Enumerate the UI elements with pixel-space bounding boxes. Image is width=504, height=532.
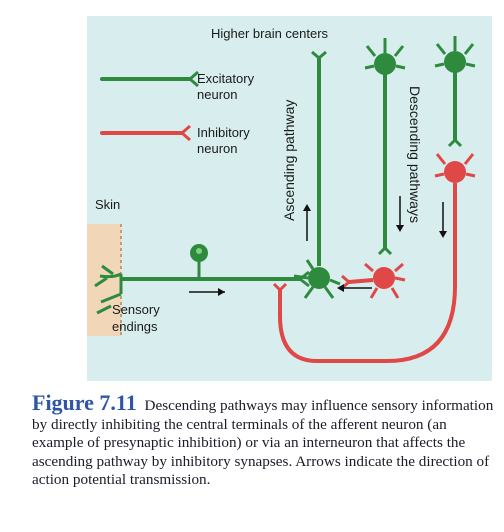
descending-inhibitory-neuron: [272, 153, 476, 363]
figure-caption: Figure 7.11 Descending pathways may infl…: [32, 392, 494, 490]
legend-inhibitory-neuron-icon: [100, 124, 191, 142]
skin-label: Skin: [95, 197, 121, 212]
afferent-sensory-neuron: [94, 244, 310, 315]
higher-brain-centers-label: Higher brain centers: [211, 26, 329, 41]
descending-direction-arrows: [396, 196, 447, 238]
inhibitory-interneuron: [341, 262, 406, 299]
descending-pathways-label: Descending pathways: [407, 86, 423, 223]
descending-excitatory-neuron-2: [434, 36, 476, 148]
diagram-panel: Higher brain centers Excitatory neuron I…: [87, 16, 492, 381]
ascending-direction-arrow: [303, 204, 311, 241]
ascending-pathway-label: Ascending pathway: [281, 99, 297, 221]
afferent-direction-arrow: [189, 288, 225, 296]
figure-label: Figure 7.11: [32, 390, 137, 415]
legend-inhibitory-label: Inhibitory neuron: [197, 125, 250, 156]
sensory-endings-label: Sensory endings: [112, 302, 160, 334]
legend-excitatory-neuron-icon: [100, 70, 199, 88]
caption-text: Descending pathways may influence sensor…: [32, 397, 494, 489]
legend-excitatory-label: Excitatory neuron: [197, 71, 255, 102]
descending-excitatory-neuron-1: [364, 38, 406, 256]
neural-pathway-diagram: [87, 36, 476, 363]
ascending-pathway-neuron: [293, 50, 341, 299]
interneuron-direction-arrow: [337, 284, 372, 292]
